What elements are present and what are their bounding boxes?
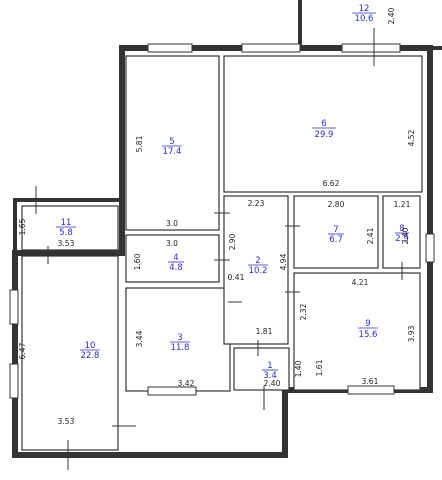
dim-r4-height: 1.60: [133, 253, 142, 270]
dim-r9-bottom: 3.61: [362, 377, 379, 386]
room-label-6: 6 29.9: [312, 119, 336, 140]
dim-r5-height: 5.81: [135, 135, 144, 152]
dashed-opening: [232, 191, 282, 197]
dim-r6-width: 6.62: [323, 179, 340, 188]
room-12-outline: [298, 0, 442, 50]
dim-r10-height: 6.47: [18, 342, 27, 359]
dim-r1-height: 1.40: [294, 360, 303, 377]
door-markers: [35, 28, 403, 470]
room-label-5: 5 17.4: [162, 137, 182, 157]
dim-r9-right: 3.93: [407, 325, 416, 342]
dim-r10-width: 3.53: [58, 417, 75, 426]
room-2-area: 10.2: [249, 266, 268, 276]
room-10-area: 22.8: [81, 351, 100, 361]
room-6-number: 6: [321, 119, 326, 129]
room-12-area: 10.6: [355, 14, 374, 24]
room-7-area: 6.7: [329, 235, 343, 245]
dim-r9-left: 2.32: [299, 303, 308, 320]
dim-r9-small: 1.61: [315, 359, 324, 376]
left-wing-walls: [13, 198, 124, 254]
dim-r5-width: 3.0: [166, 219, 178, 228]
room-10-number: 10: [85, 341, 96, 351]
dim-r9-width: 4.21: [352, 278, 369, 287]
room-1-area: 3.4: [263, 371, 277, 381]
room-3-area: 11.8: [171, 343, 190, 353]
dim-r1-top: 1.81: [256, 327, 273, 336]
room-3-number: 3: [177, 333, 182, 343]
room-5-number: 5: [169, 137, 174, 147]
vertical-dimension-labels: 2.40 4.52 5.81 2.90 4.94 2.41 2.40 1.65 …: [18, 7, 416, 377]
dim-r3-height: 3.44: [135, 330, 144, 347]
room-label-4: 4 4.8: [168, 253, 184, 273]
dim-r3-width: 3.42: [178, 379, 195, 388]
room-label-3: 3 11.8: [170, 333, 190, 353]
room-2-number: 2: [255, 256, 260, 266]
dim-r8-width: 1.21: [394, 200, 411, 209]
room-6-area: 29.9: [315, 130, 334, 140]
room-label-8: 8 2.9: [395, 224, 409, 244]
dim-r4-width: 3.0: [166, 239, 178, 248]
room-9-number: 9: [365, 319, 370, 329]
room-label-2: 2 10.2: [248, 256, 268, 276]
room-label-10: 10 22.8: [80, 341, 100, 361]
room-4-number: 4: [173, 253, 178, 263]
room-label-12: 12 10.6: [352, 4, 376, 24]
dim-r2-top: 2.23: [248, 199, 265, 208]
dim-r2-small: 0.41: [228, 273, 245, 282]
room-label-7: 7 6.7: [328, 225, 344, 245]
dim-r2-left: 2.90: [228, 233, 237, 250]
dim-r11-width: 3.53: [58, 239, 75, 248]
room-11-area: 5.8: [59, 228, 73, 238]
room-11-number: 11: [61, 218, 72, 228]
dim-r8-height: 2.40: [401, 227, 410, 244]
room-label-9: 9 15.6: [358, 319, 378, 340]
dim-r7-width: 2.80: [328, 200, 345, 209]
room-label-1: 1 3.4: [262, 361, 278, 381]
room-label-11: 11 5.8: [56, 218, 76, 238]
room-8-area: 2.9: [395, 234, 409, 244]
interior-walls: [21, 55, 423, 451]
room-5-area: 17.4: [163, 147, 182, 157]
dim-r2-right: 4.94: [279, 253, 288, 270]
room-9-area: 15.6: [359, 330, 378, 340]
room-1-number: 1: [267, 361, 272, 371]
room-12-number: 12: [359, 4, 370, 14]
room-8-number: 8: [399, 224, 404, 234]
dim-r11-height: 1.65: [18, 218, 27, 235]
dim-r1-width: 2.40: [264, 379, 281, 388]
windows: [9, 43, 435, 399]
dimension-labels: 6.62 3.0 2.23 2.80 1.21 3.53 3.0 0.41 4.…: [58, 179, 411, 426]
dim-r6-height: 4.52: [407, 129, 416, 146]
dim-r12-width: 2.40: [387, 7, 396, 24]
room-7-number: 7: [333, 225, 338, 235]
dim-r7-height: 2.41: [366, 227, 375, 244]
room-4-area: 4.8: [169, 263, 183, 273]
